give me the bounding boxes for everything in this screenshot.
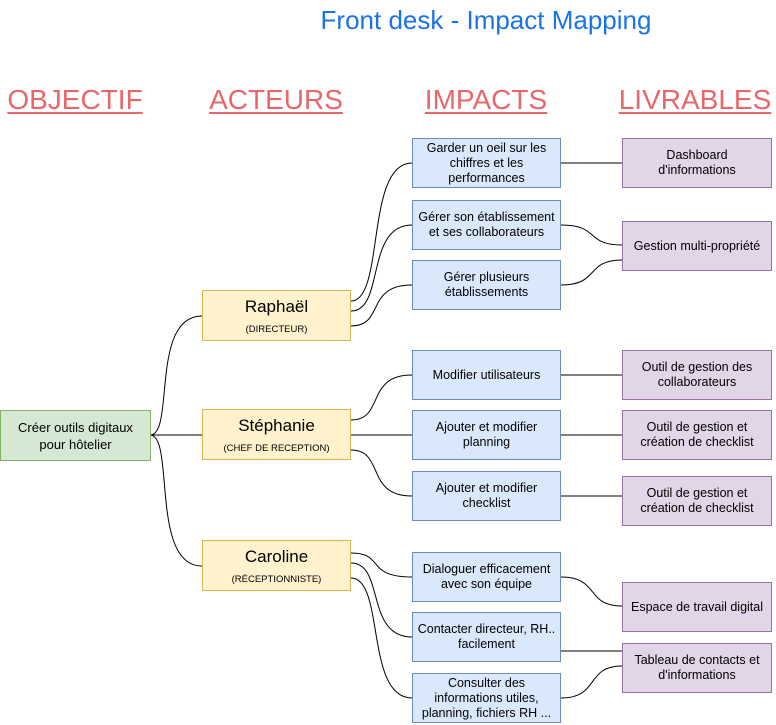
column-header-livrables: LIVRABLES <box>618 84 772 115</box>
deliverable-label: Espace de travail digital <box>630 599 764 614</box>
impact-label: Ajouter et modifier checklist <box>435 481 538 510</box>
actor-role: (CHEF DE RECEPTION) <box>223 442 330 454</box>
deliverable-label: Dashboard d'informations <box>658 148 736 177</box>
impact-box[interactable]: Modifier utilisateurs <box>412 350 561 400</box>
actor-role: (RÉCEPTIONNISTE) <box>231 573 322 585</box>
link-stephanie-impact4 <box>350 374 413 421</box>
deliverable-box[interactable]: Espace de travail digital <box>622 582 772 632</box>
actor-name: Raphaël <box>244 296 309 316</box>
link-impact3-deliv2 <box>560 259 623 286</box>
link-caroline-impact8 <box>350 562 413 638</box>
impact-box[interactable]: Gérer son établissement et ses collabora… <box>412 200 561 250</box>
actor-caroline[interactable]: Caroline (RÉCEPTIONNISTE) <box>202 540 351 591</box>
impact-label: Gérer son établissement et ses collabora… <box>418 210 555 239</box>
impact-box[interactable]: Ajouter et modifier planning <box>412 410 561 460</box>
deliverable-label: Outil de gestion et création de checklis… <box>640 420 754 449</box>
link-raphael-impact2 <box>350 224 413 312</box>
impact-label: Contacter directeur, RH.. facilement <box>417 622 556 651</box>
link-impact2-deliv2 <box>560 224 623 246</box>
link-goal-caroline <box>149 434 203 567</box>
link-raphael-impact3 <box>350 284 413 327</box>
deliverable-box[interactable]: Gestion multi-propriété <box>622 221 772 271</box>
deliverable-box[interactable]: Outil de gestion des collaborateurs <box>622 350 772 400</box>
column-header-acteurs: ACTEURS <box>209 84 343 115</box>
deliverable-box[interactable]: Outil de gestion et création de checklis… <box>622 410 772 460</box>
impact-box[interactable]: Dialoguer efficacement avec son équipe <box>412 552 561 602</box>
deliverable-label: Outil de gestion et création de checklis… <box>640 486 754 515</box>
goal-box[interactable]: Créer outils digitaux pour hôtelier <box>0 410 151 461</box>
impact-label: Ajouter et modifier planning <box>435 420 538 449</box>
deliverable-box[interactable]: Dashboard d'informations <box>622 138 772 188</box>
deliverable-box[interactable]: Tableau de contacts et d'informations <box>622 643 772 693</box>
impact-box[interactable]: Gérer plusieurs établissements <box>412 260 561 310</box>
actor-name: Caroline <box>244 546 309 566</box>
link-caroline-impact9 <box>350 577 413 699</box>
column-header-objectif: OBJECTIF <box>7 84 143 115</box>
link-goal-raphael <box>149 315 203 436</box>
impact-box[interactable]: Garder un oeil sur les chiffres et les p… <box>412 138 561 188</box>
actor-name: Stéphanie <box>238 415 315 435</box>
link-stephanie-impact6 <box>350 449 413 497</box>
link-impact7-deliv6 <box>560 576 623 607</box>
diagram-title: Front desk - Impact Mapping <box>320 5 652 35</box>
actor-raphael[interactable]: Raphaël (DIRECTEUR) <box>202 290 351 341</box>
link-caroline-impact7 <box>350 552 413 578</box>
actor-role: (DIRECTEUR) <box>245 323 308 335</box>
impact-label: Modifier utilisateurs <box>432 367 541 382</box>
impact-box[interactable]: Consulter des informations utiles, plann… <box>412 673 561 723</box>
deliverable-box[interactable]: Outil de gestion et création de checklis… <box>622 476 772 526</box>
impact-label: Dialoguer efficacement avec son équipe <box>422 562 551 591</box>
impact-label: Consulter des informations utiles, plann… <box>421 675 552 720</box>
goal-label: Créer outils digitaux pour hôtelier <box>18 419 133 452</box>
link-raphael-impact1 <box>350 162 413 302</box>
impact-label: Garder un oeil sur les chiffres et les p… <box>426 140 547 185</box>
impact-box[interactable]: Contacter directeur, RH.. facilement <box>412 612 561 662</box>
deliverable-label: Outil de gestion des collaborateurs <box>641 360 753 389</box>
deliverable-label: Gestion multi-propriété <box>633 238 761 253</box>
impact-box[interactable]: Ajouter et modifier checklist <box>412 471 561 521</box>
impact-label: Gérer plusieurs établissements <box>443 270 530 299</box>
column-header-impacts: IMPACTS <box>424 84 548 115</box>
actor-stephanie[interactable]: Stéphanie (CHEF DE RECEPTION) <box>202 409 351 460</box>
link-impact9-deliv7 <box>560 665 623 699</box>
deliverable-label: Tableau de contacts et d'informations <box>634 653 760 682</box>
